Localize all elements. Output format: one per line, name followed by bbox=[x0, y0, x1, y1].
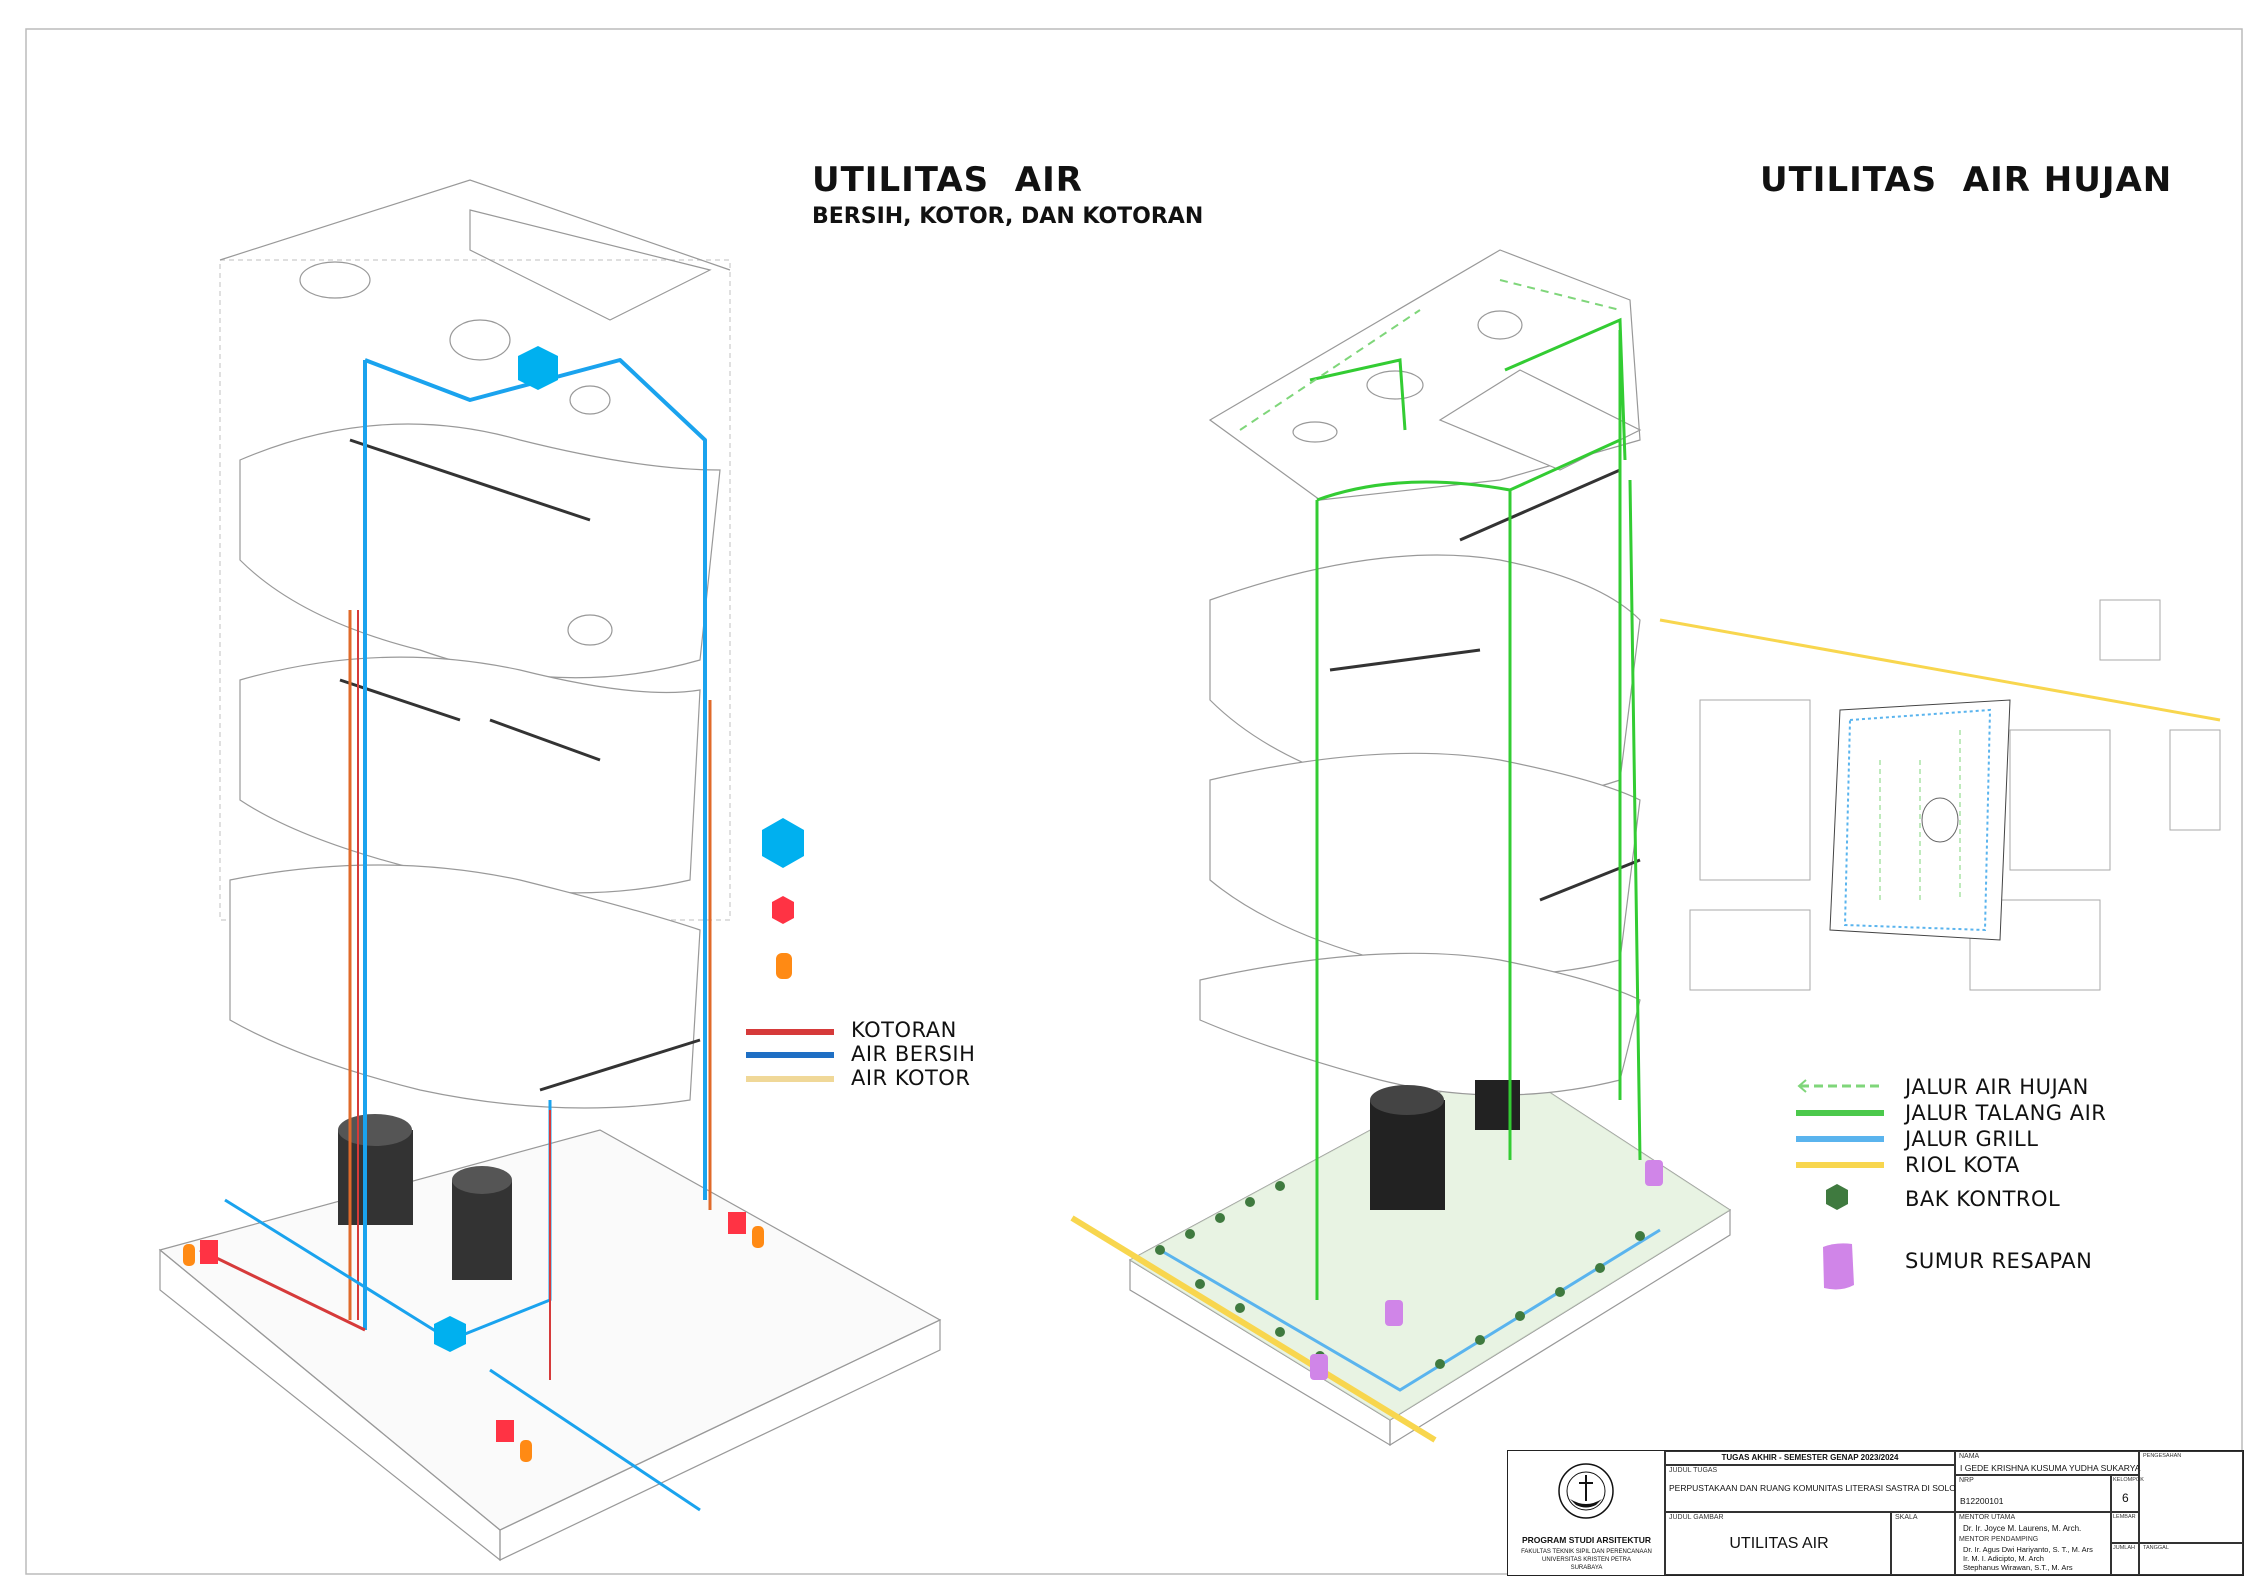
sheet-border bbox=[25, 28, 2243, 1575]
course-header: TUGAS AKHIR - SEMESTER GENAP 2023/2024 bbox=[1665, 1451, 1955, 1465]
left-legend-symbols bbox=[762, 818, 804, 979]
sumur-resapan-cylinder-icon bbox=[1823, 1243, 1854, 1290]
nrp-value: B12200101 bbox=[1960, 1496, 2004, 1506]
right-legend: JALUR AIR HUJAN JALUR TALANG AIR JALUR G… bbox=[1796, 1074, 2136, 1294]
judul-gambar-value: UTILITAS AIR bbox=[1729, 1535, 1829, 1552]
jumlah-cell: JUMLAH bbox=[2111, 1543, 2139, 1575]
legend-label-jalur-grill: JALUR GRILL bbox=[1905, 1127, 2039, 1151]
septic-cylinder-icon bbox=[776, 953, 792, 979]
water-pipes-left bbox=[199, 358, 712, 1512]
institution-name: PROGRAM STUDI ARSITEKTUR bbox=[1521, 1535, 1652, 1545]
legend-label-sumur-resapan: SUMUR RESAPAN bbox=[1905, 1249, 2093, 1273]
legend-label-bak-kontrol: BAK KONTROL bbox=[1905, 1187, 2061, 1211]
pengesahan-cell: PENGESAHAN bbox=[2139, 1451, 2243, 1543]
pump-hexagon-icon bbox=[772, 896, 794, 924]
mentor-cell: MENTOR UTAMA Dr. Ir. Joyce M. Laurens, M… bbox=[1955, 1512, 2111, 1575]
legend-line-riol-kota bbox=[1796, 1162, 1884, 1168]
mentor-pendamping-3: Stephanus Wirawan, S.T., M. Ars bbox=[1963, 1563, 2073, 1572]
nama-cell: NAMA I GEDE KRISHNA KUSUMA YUDHA SUKARYA bbox=[1955, 1451, 2141, 1475]
storage-tanks-right bbox=[1370, 1080, 1520, 1210]
judul-tugas-value: PERPUSTAKAAN DAN RUANG KOMUNITAS LITERAS… bbox=[1669, 1483, 1956, 1493]
lembar-label: LEMBAR bbox=[2113, 1514, 2136, 1520]
lembar-cell: LEMBAR bbox=[2111, 1512, 2139, 1543]
jumlah-label: JUMLAH bbox=[2113, 1545, 2136, 1551]
nama-label: NAMA bbox=[1959, 1453, 1980, 1460]
infiltration-wells-right bbox=[1310, 1160, 1663, 1380]
legend-line-jalur-talang-air bbox=[1796, 1110, 1884, 1116]
university-name: UNIVERSITAS KRISTEN PETRA bbox=[1542, 1557, 1631, 1563]
legend-label-riol-kota: RIOL KOTA bbox=[1905, 1153, 2020, 1177]
city-name: SURABAYA bbox=[1570, 1565, 1603, 1571]
site-plan bbox=[1659, 599, 2221, 991]
pipe-fittings-left bbox=[183, 346, 764, 1462]
mentor-pendamping-1: Dr. Ir. Agus Dwi Hariyanto, S. T., M. Ar… bbox=[1963, 1545, 2093, 1554]
legend-label-air-bersih: AIR BERSIH bbox=[851, 1042, 976, 1066]
faculty-name: FAKULTAS TEKNIK SIPIL DAN PERENCANAAN bbox=[1521, 1549, 1652, 1555]
legend-line-air-bersih bbox=[746, 1052, 834, 1058]
legend-label-air-kotor: AIR KOTOR bbox=[851, 1066, 971, 1090]
left-title: UTILITAS AIR bbox=[812, 160, 1083, 200]
university-logo bbox=[1558, 1463, 1614, 1519]
mentor-utama-label: MENTOR UTAMA bbox=[1959, 1514, 2016, 1521]
legend-line-jalur-air-hujan bbox=[1797, 1079, 1884, 1093]
legend-label-jalur-air-hujan: JALUR AIR HUJAN bbox=[1905, 1075, 2089, 1099]
kelompok-value: 6 bbox=[2122, 1491, 2129, 1505]
tank-hexagon-icon bbox=[762, 818, 804, 868]
legend-label-jalur-talang-air: JALUR TALANG AIR bbox=[1905, 1101, 2107, 1125]
rain-pipes-right bbox=[1070, 279, 1661, 1443]
right-title: UTILITAS AIR HUJAN bbox=[1760, 160, 2173, 200]
mentor-pendamping-label: MENTOR PENDAMPING bbox=[1959, 1536, 2039, 1543]
bak-kontrol-hexagon-icon bbox=[1826, 1184, 1848, 1210]
judul-tugas-cell: JUDUL TUGAS PERPUSTAKAAN DAN RUANG KOMUN… bbox=[1665, 1465, 1956, 1512]
pengesahan-label: PENGESAHAN bbox=[2143, 1453, 2182, 1459]
skala-label: SKALA bbox=[1895, 1514, 1918, 1521]
judul-gambar-cell: JUDUL GAMBAR UTILITAS AIR bbox=[1665, 1512, 1891, 1575]
tanggal-label: TANGGAL bbox=[2143, 1545, 2169, 1551]
legend-line-air-kotor bbox=[746, 1076, 834, 1082]
institution-cell: PROGRAM STUDI ARSITEKTUR FAKULTAS TEKNIK… bbox=[1508, 1451, 1665, 1575]
skala-cell: SKALA bbox=[1891, 1512, 1955, 1575]
nrp-cell: NRP B12200101 bbox=[1955, 1475, 2111, 1512]
legend-line-jalur-grill bbox=[1796, 1136, 1884, 1142]
mentor-utama-value: Dr. Ir. Joyce M. Laurens, M. Arch. bbox=[1963, 1524, 2082, 1533]
legend-line-kotoran bbox=[746, 1029, 834, 1035]
right-building-isometric bbox=[1128, 249, 1732, 1447]
tanggal-cell: TANGGAL bbox=[2139, 1543, 2243, 1575]
nrp-label: NRP bbox=[1959, 1477, 1974, 1484]
nama-value: I GEDE KRISHNA KUSUMA YUDHA SUKARYA bbox=[1960, 1463, 2141, 1473]
kelompok-cell: KELOMPOK 6 bbox=[2111, 1475, 2144, 1512]
kelompok-label: KELOMPOK bbox=[2113, 1477, 2144, 1483]
title-block: PROGRAM STUDI ARSITEKTUR FAKULTAS TEKNIK… bbox=[1507, 1450, 2244, 1576]
judul-gambar-label: JUDUL GAMBAR bbox=[1669, 1514, 1724, 1521]
left-subtitle: BERSIH, KOTOR, DAN KOTORAN bbox=[812, 204, 1204, 229]
judul-tugas-label: JUDUL TUGAS bbox=[1669, 1467, 1718, 1474]
legend-label-kotoran: KOTORAN bbox=[851, 1018, 957, 1042]
mentor-pendamping-2: Ir. M. I. Adicipto, M. Arch bbox=[1963, 1554, 2044, 1563]
